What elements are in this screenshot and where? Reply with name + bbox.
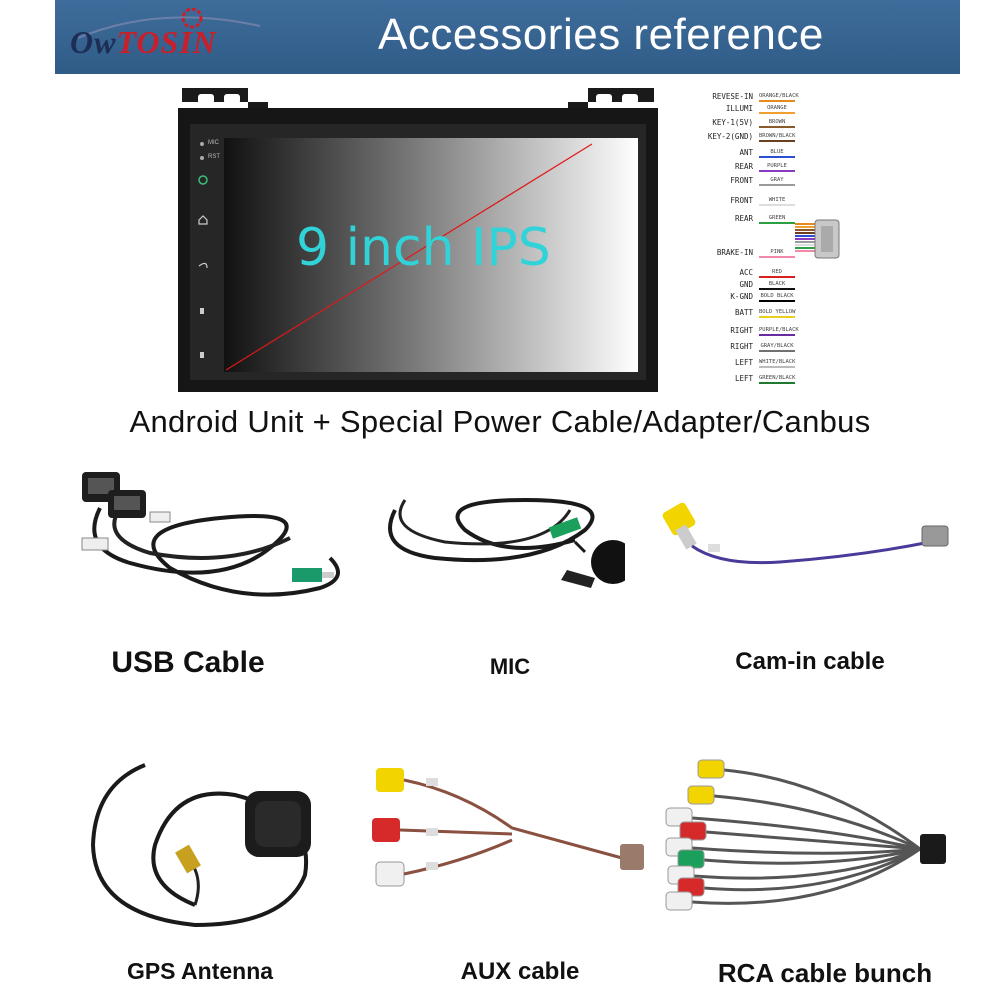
rca-plug <box>677 849 705 869</box>
rca-wire <box>691 847 921 905</box>
head-unit-image <box>178 88 658 392</box>
wire-label: FRONT <box>730 196 753 205</box>
wire-color: BROWN/BLACK <box>759 133 795 142</box>
wire-label: KEY-1(5V) <box>712 118 753 127</box>
wire-label: REVESE-IN <box>712 92 753 101</box>
brand-tosin: TOSIN <box>116 24 217 60</box>
accessory-label-rca: RCA cable bunch <box>717 958 933 988</box>
rca-plug <box>697 759 725 779</box>
wire-color: BOLD BLACK <box>759 293 795 302</box>
wire-label: LEFT <box>734 374 753 383</box>
wire-color: ORANGE <box>759 105 795 114</box>
rca-wire <box>705 830 921 851</box>
harness-connector <box>795 219 840 259</box>
android-head-unit: MIC RST <box>178 88 658 403</box>
wire-color: PURPLE/BLACK <box>759 327 799 336</box>
wire-label: LEFT <box>734 358 753 367</box>
rca-plug <box>665 891 693 911</box>
cam-in-cable-image <box>662 502 949 565</box>
brand-ow: Ow <box>70 24 117 60</box>
wire-color: BOLD YELLOW <box>759 309 795 318</box>
gps-antenna-image <box>90 763 311 928</box>
wiring-diagram: REVESE-IN ORANGE/BLACK ILLUMI ORANGE KEY-1(5… <box>703 90 855 386</box>
wire-color: GREEN <box>759 215 795 224</box>
accessory-label-mic: MIC <box>489 654 531 679</box>
wire-label: ILLUMI <box>725 104 753 113</box>
wire-color: GRAY/BLACK <box>759 343 795 352</box>
rca-plug <box>679 821 707 841</box>
wire-color: WHITE <box>759 197 795 206</box>
wire-color: RED <box>759 269 795 278</box>
brand-logo: OwTOSIN <box>70 8 270 70</box>
accessory-label-gps: GPS Antenna <box>126 958 274 984</box>
rca-wire <box>723 768 921 851</box>
wire-label: BRAKE-IN <box>716 248 753 257</box>
wire-label: FRONT <box>730 176 753 185</box>
wire-color: BROWN <box>759 119 795 128</box>
unit-caption: Android Unit + Special Power Cable/Adapt… <box>129 404 871 439</box>
wire-label: ACC <box>739 268 753 277</box>
rca-wire <box>703 847 921 892</box>
wire-color: PURPLE <box>759 163 795 172</box>
wire-label: BATT <box>734 308 753 317</box>
rca-wire <box>703 847 921 865</box>
wire-color: GREEN/BLACK <box>759 375 795 384</box>
wire-color: WHITE/BLACK <box>759 359 795 368</box>
wire-color: ORANGE/BLACK <box>759 93 799 102</box>
wire-color: BLACK <box>759 281 795 290</box>
wire-label: ANT <box>739 148 753 157</box>
rst-mark: RST <box>208 154 220 160</box>
wire-label: K-GND <box>730 292 753 301</box>
usb-cable-image <box>81 472 340 597</box>
screen-size-label: 9 inch IPS <box>296 218 551 278</box>
wire-label: KEY-2(GND) <box>707 132 753 141</box>
wire-color: PINK <box>759 249 795 258</box>
wire-color: GRAY <box>759 177 795 186</box>
aux-cable-image <box>372 768 644 887</box>
rca-wire <box>693 847 921 880</box>
wire-label: REAR <box>734 214 753 223</box>
wire-label: GND <box>739 280 753 289</box>
rca-plug <box>687 785 715 805</box>
accessory-label-aux: AUX cable <box>460 958 580 985</box>
page-title: Accessories reference <box>378 10 824 59</box>
rca-wire <box>691 846 921 855</box>
rca-cable-bunch-image <box>665 759 946 911</box>
rca-wire <box>691 816 921 851</box>
wire-label: REAR <box>734 162 753 171</box>
wire-label: RIGHT <box>730 326 753 335</box>
mic-image <box>388 497 625 588</box>
accessory-label-usb: USB Cable <box>111 646 265 679</box>
wire-label: RIGHT <box>730 342 753 351</box>
brand-swoosh <box>77 8 261 39</box>
rca-wire <box>713 794 921 851</box>
mic-mark: MIC <box>208 140 219 146</box>
accessory-label-cam-in: Cam-in cable <box>735 648 885 675</box>
header-banner <box>55 0 960 74</box>
wire-color: BLUE <box>759 149 795 158</box>
